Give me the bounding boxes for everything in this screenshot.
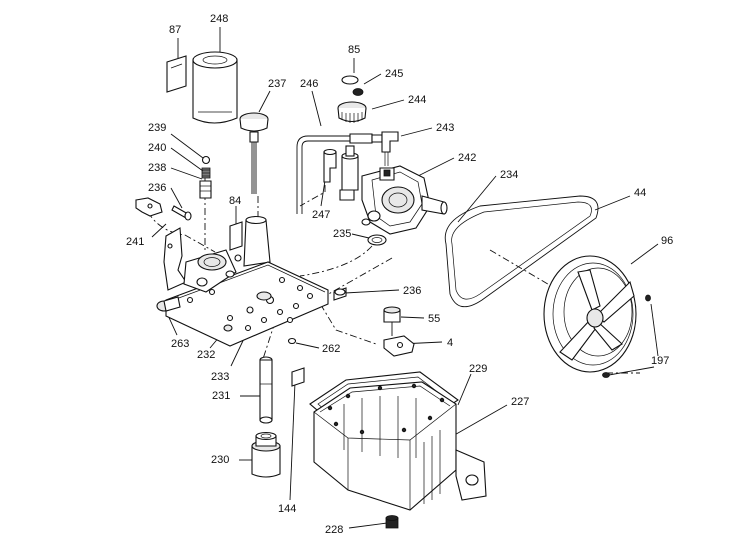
reservoir-bolt-holes <box>327 383 445 435</box>
callout-87: 87 <box>169 24 181 36</box>
part-237-dipstick <box>239 112 269 194</box>
callout-241: 241 <box>126 236 144 248</box>
part-232-washer <box>223 324 233 332</box>
callout-246: 246 <box>300 78 318 90</box>
part-236-screw-upper <box>171 205 192 221</box>
callout-230: 230 <box>211 454 229 466</box>
callout-55: 55 <box>428 313 440 325</box>
callout-239: 239 <box>148 122 166 134</box>
callout-44: 44 <box>634 187 646 199</box>
callout-96: 96 <box>661 235 673 247</box>
part-248-filter-canister <box>192 51 238 124</box>
part-227-reservoir <box>313 381 487 511</box>
part-263-plug <box>156 296 181 312</box>
part-239-ball <box>201 155 211 165</box>
callout-232: 232 <box>197 349 215 361</box>
callout-233: 233 <box>211 371 229 383</box>
callout-144: 144 <box>278 503 296 515</box>
part-238-fitting <box>199 180 212 199</box>
part-247-elbow <box>323 148 337 183</box>
part-240-spring <box>201 167 211 179</box>
callout-238: 238 <box>148 162 166 174</box>
part-245-nut <box>352 88 364 96</box>
callout-263: 263 <box>171 338 189 350</box>
callout-227: 227 <box>511 396 529 408</box>
callout-236-upper: 236 <box>148 182 166 194</box>
part-233-base-plate <box>165 261 329 347</box>
part-87-label-tag <box>166 55 187 93</box>
callout-231: 231 <box>212 390 230 402</box>
callout-244: 244 <box>408 94 426 106</box>
part-242-pump <box>339 145 448 235</box>
callout-labels: 87 248 85 245 244 237 246 243 239 240 23… <box>126 13 673 536</box>
callout-234: 234 <box>500 169 518 181</box>
callout-197: 197 <box>651 355 669 367</box>
part-235-oring <box>367 234 387 246</box>
callout-228: 228 <box>325 524 343 536</box>
callout-245: 245 <box>385 68 403 80</box>
part-243-elbow-fitting <box>381 131 399 166</box>
part-246-tube <box>296 133 383 214</box>
part-241-bracket <box>135 197 163 217</box>
part-55-bolt <box>383 306 401 336</box>
callout-229: 229 <box>469 363 487 375</box>
callout-243: 243 <box>436 122 454 134</box>
part-230-filter <box>251 431 281 478</box>
part-244-cap <box>337 101 367 123</box>
part-228-drain-plug <box>385 515 399 529</box>
part-234-belt <box>444 195 599 308</box>
callout-237: 237 <box>268 78 286 90</box>
part-197-screw <box>602 294 651 378</box>
callout-240: 240 <box>148 142 166 154</box>
base-casting <box>163 227 242 293</box>
callout-236-lower: 236 <box>403 285 421 297</box>
part-4-clip <box>383 335 415 357</box>
callout-84: 84 <box>229 195 241 207</box>
part-144-label <box>291 367 305 387</box>
callout-4: 4 <box>447 337 453 349</box>
callout-247: 247 <box>312 209 330 221</box>
part-84-sleeve <box>229 215 271 267</box>
callout-235: 235 <box>333 228 351 240</box>
part-96-pulley <box>543 255 637 373</box>
callout-242: 242 <box>458 152 476 164</box>
callout-85: 85 <box>348 44 360 56</box>
part-236-screw-lower <box>333 287 347 301</box>
part-85-oring <box>341 75 359 85</box>
part-231-shaft <box>259 356 273 424</box>
part-262-screw <box>287 337 297 345</box>
callout-262: 262 <box>322 343 340 355</box>
callout-248: 248 <box>210 13 228 25</box>
